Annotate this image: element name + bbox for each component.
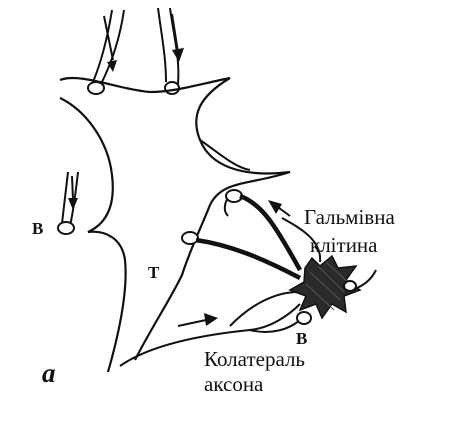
synapse-left xyxy=(58,222,74,234)
collateral-arrow xyxy=(178,313,218,326)
label-collateral-line2: аксона xyxy=(204,372,264,396)
arrow-upward xyxy=(268,200,290,216)
collateral-branch-lower xyxy=(250,318,302,332)
incoming-fiber-top-right xyxy=(158,8,184,84)
collateral-branch-upper xyxy=(230,292,298,326)
incoming-fiber-left xyxy=(62,172,78,226)
label-synapse-b-bottom: В xyxy=(296,329,307,348)
label-inhibitory-cell-line2: клітина xyxy=(310,233,378,257)
label-synapse-b-left: В xyxy=(32,219,43,238)
synapse-right-small xyxy=(344,281,356,291)
inhibitory-axon-upper xyxy=(240,196,300,270)
large-neuron-body xyxy=(60,78,290,372)
inhibitory-synapse-lower xyxy=(182,232,198,244)
label-cell-t: Т xyxy=(148,263,160,282)
synapse-top-left xyxy=(88,82,104,94)
inhibitory-synapse-upper xyxy=(225,190,242,216)
label-inhibitory-cell-line1: Гальмівна xyxy=(304,205,395,229)
panel-letter: a xyxy=(42,358,56,388)
synapse-bottom xyxy=(297,312,311,324)
incoming-fiber-top-left xyxy=(93,10,124,84)
synapse-top-right xyxy=(165,82,179,94)
label-collateral-line1: Колатераль xyxy=(204,347,305,371)
